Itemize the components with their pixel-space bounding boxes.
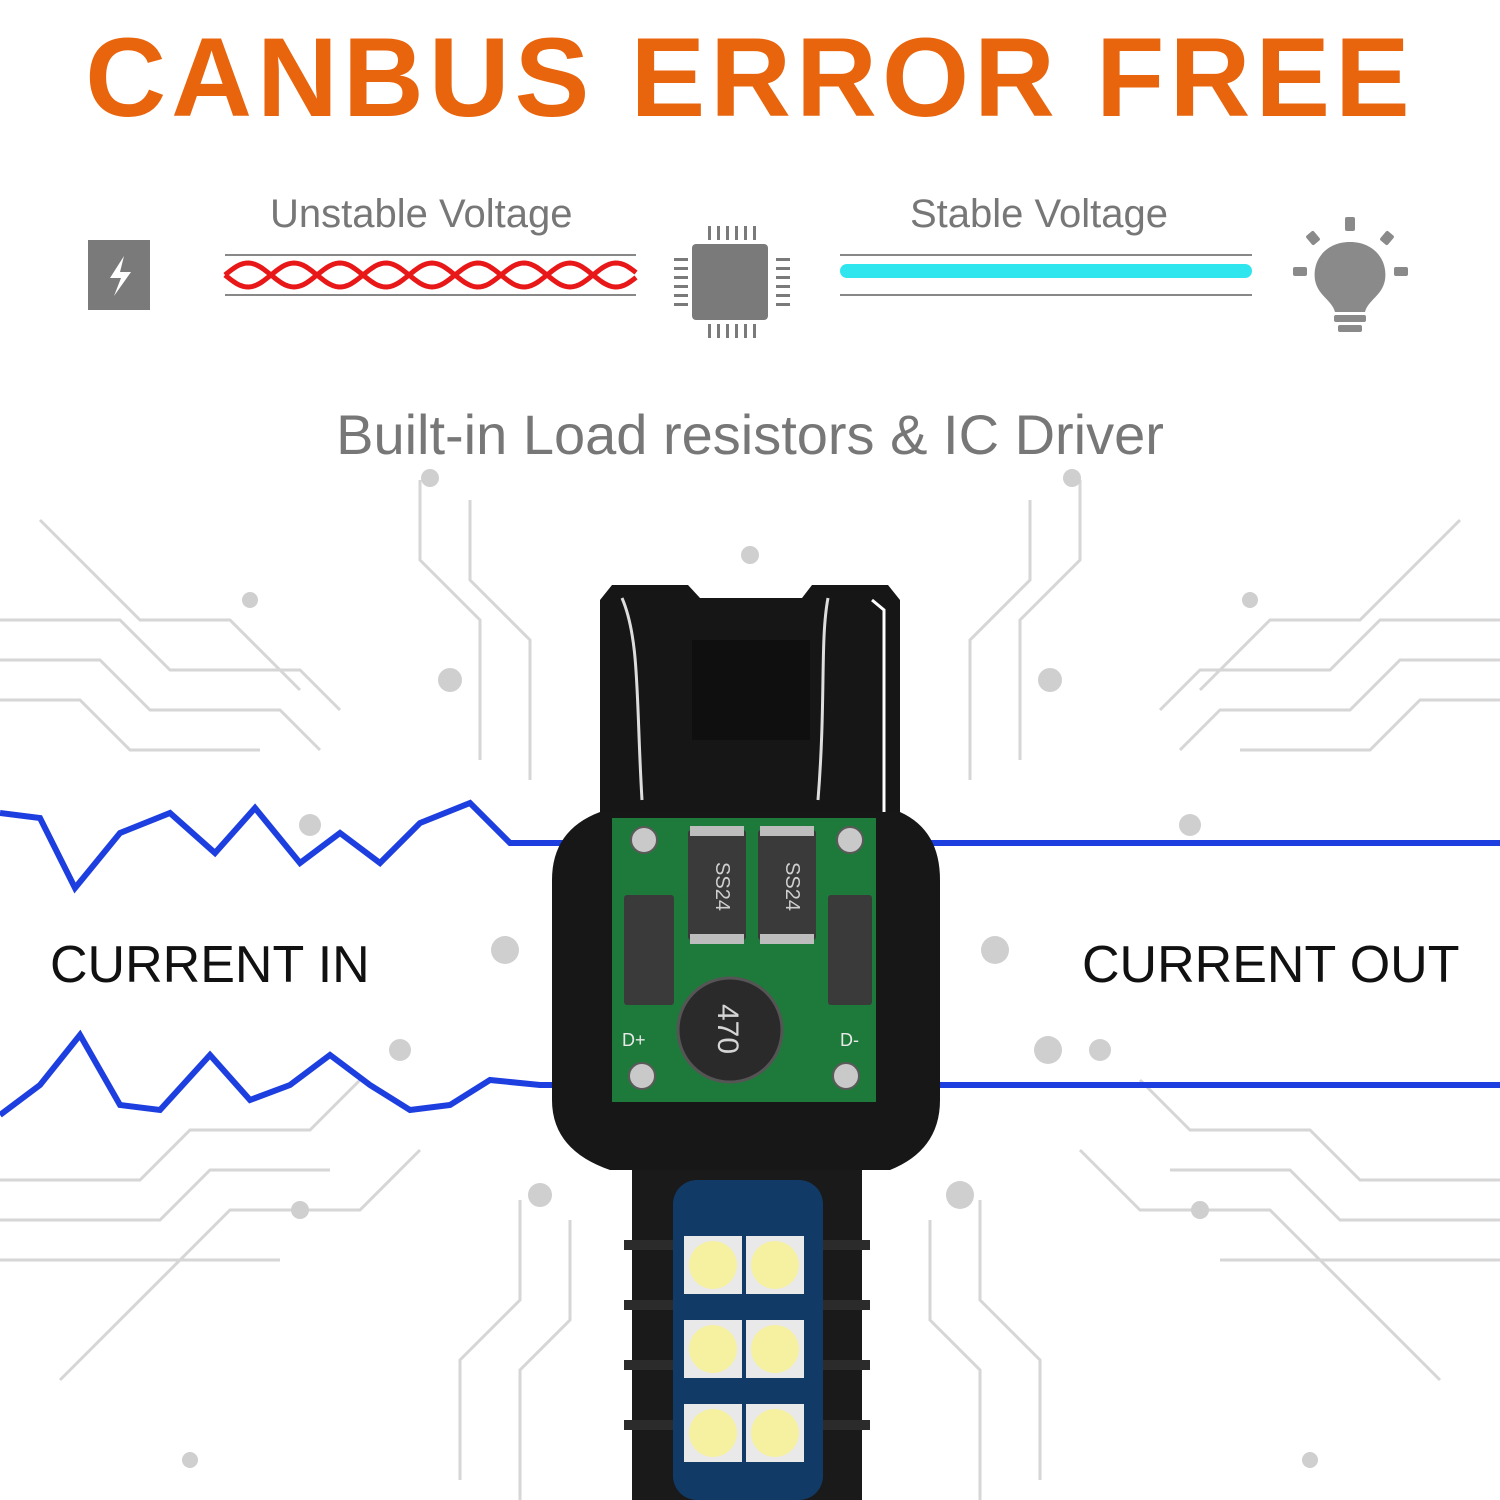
chip-pin bbox=[674, 285, 688, 288]
chip-pin bbox=[753, 226, 756, 240]
chip-pin bbox=[726, 226, 729, 240]
chip-pin bbox=[776, 276, 790, 279]
headline: CANBUS ERROR FREE bbox=[85, 15, 1415, 140]
stable-voltage-wire bbox=[840, 254, 1252, 296]
pad-negative-label: D- bbox=[840, 1030, 859, 1050]
current-in-waves bbox=[0, 799, 610, 1118]
chip-pin bbox=[674, 258, 688, 261]
chip-pin bbox=[674, 276, 688, 279]
current-out-label: CURRENT OUT bbox=[1082, 936, 1460, 994]
stable-voltage-label: Stable Voltage bbox=[910, 192, 1168, 236]
chip-pin bbox=[753, 324, 756, 338]
chip-pin bbox=[708, 226, 711, 240]
current-in-label: CURRENT IN bbox=[50, 936, 370, 994]
chip-pin bbox=[735, 324, 738, 338]
diode-marking-left: SS24 bbox=[710, 862, 733, 911]
chip-pin bbox=[674, 294, 688, 297]
led-emitter bbox=[751, 1409, 799, 1457]
led-bulb bbox=[552, 585, 940, 1500]
chip-pin bbox=[674, 303, 688, 306]
chip-pin bbox=[726, 324, 729, 338]
chip-pin bbox=[776, 294, 790, 297]
unstable-voltage-label: Unstable Voltage bbox=[270, 192, 573, 236]
chip-pin bbox=[717, 226, 720, 240]
chip-pin bbox=[744, 226, 747, 240]
inductor-marking: 470 bbox=[711, 1003, 745, 1055]
led-emitter bbox=[689, 1241, 737, 1289]
chip-pin bbox=[708, 324, 711, 338]
circuit-background bbox=[0, 480, 1500, 1500]
chip-icon bbox=[674, 226, 790, 338]
diode-marking-right: SS24 bbox=[780, 862, 803, 911]
chip-pin bbox=[717, 324, 720, 338]
led-emitter bbox=[751, 1241, 799, 1289]
chip-pin bbox=[776, 303, 790, 306]
chip-pin bbox=[744, 324, 747, 338]
chip-pin bbox=[674, 267, 688, 270]
chip-pin bbox=[735, 226, 738, 240]
chip-pin bbox=[776, 258, 790, 261]
led-emitter bbox=[689, 1325, 737, 1373]
chip-pin bbox=[776, 267, 790, 270]
unstable-voltage-wire bbox=[223, 254, 638, 296]
lightning-icon bbox=[88, 240, 150, 310]
led-emitter bbox=[689, 1409, 737, 1457]
current-out-lines bbox=[920, 840, 1500, 1088]
subtitle: Built-in Load resistors & IC Driver bbox=[336, 403, 1164, 466]
pad-positive-label: D+ bbox=[622, 1030, 646, 1050]
led-emitter bbox=[751, 1325, 799, 1373]
lightbulb-icon bbox=[1293, 217, 1408, 332]
circuit-nodes bbox=[182, 469, 1318, 1468]
chip-pin bbox=[776, 285, 790, 288]
